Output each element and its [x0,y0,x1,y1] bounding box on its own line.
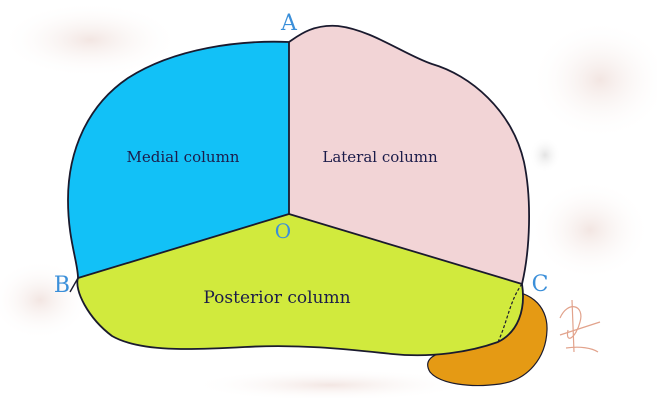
point-label-b: B [54,273,70,298]
posterior-column-label: Posterior column [203,288,350,308]
medial-column-label: Medial column [127,148,240,166]
point-label-o: O [275,219,291,243]
lateral-column-label: Lateral column [322,148,438,166]
point-label-c: C [532,272,549,297]
point-label-a: A [280,11,298,36]
signature-mark [560,300,600,352]
